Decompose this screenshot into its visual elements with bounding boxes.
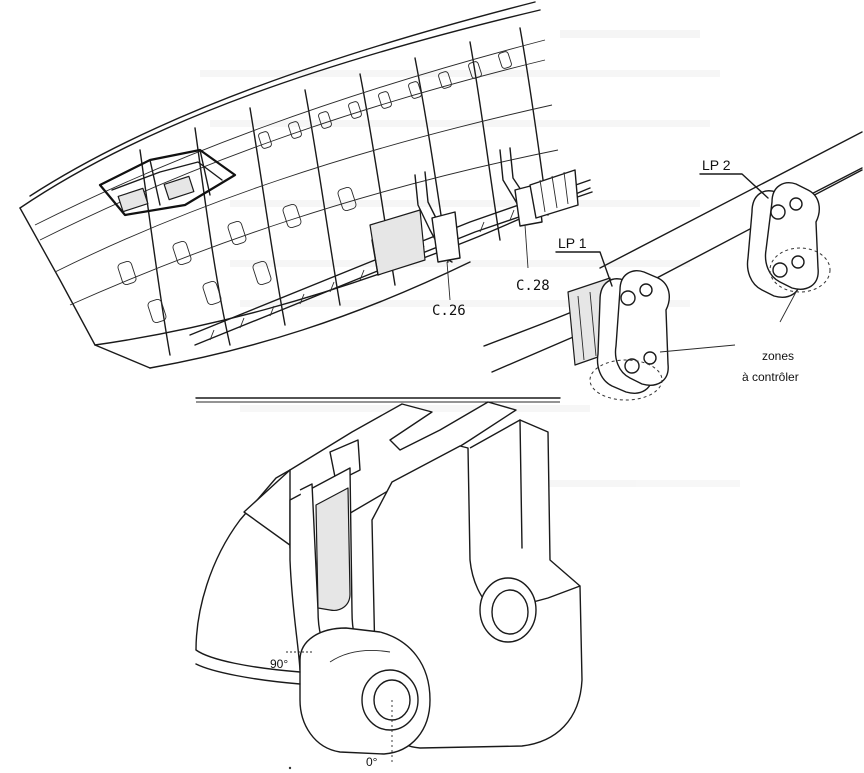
angle-label-0: 0° bbox=[366, 755, 378, 769]
angle-label-90: 90° bbox=[270, 657, 288, 671]
lug-detail-drawing bbox=[195, 401, 583, 770]
zone-label-line1: zones bbox=[762, 349, 794, 363]
frame-label-c28: C.28 bbox=[516, 278, 550, 294]
fitting-label-lp2: LP 2 bbox=[702, 157, 731, 173]
frame-label-c26: C.26 bbox=[432, 303, 466, 319]
wing-attach-fittings-drawing bbox=[483, 131, 863, 401]
zone-label-line2: à contrôler bbox=[742, 370, 799, 384]
fuselage-drawing bbox=[19, 1, 593, 369]
fitting-label-lp1: LP 1 bbox=[558, 235, 587, 251]
